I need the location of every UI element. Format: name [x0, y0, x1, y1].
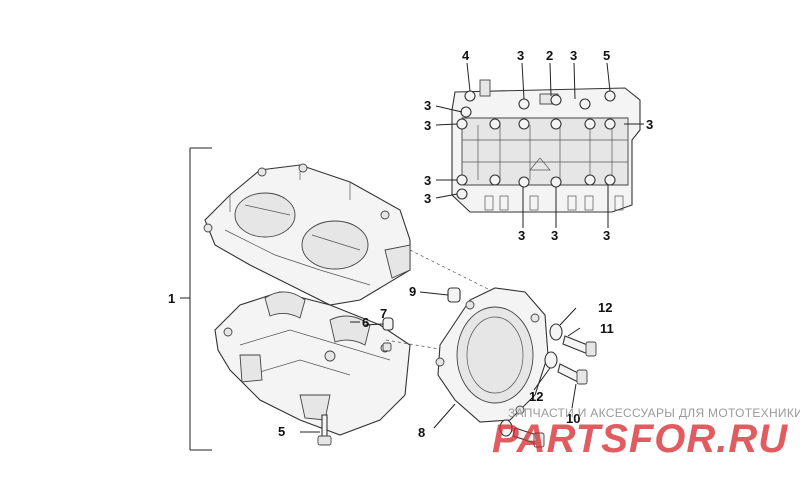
crankcase-bottom-view	[435, 62, 644, 228]
alignment-lines	[385, 249, 491, 351]
assembly-bracket	[180, 147, 212, 451]
crankcase-lower-half	[214, 291, 411, 436]
callout-5: 5	[603, 48, 610, 63]
callout-3: 3	[518, 228, 525, 243]
washers-and-bolts	[317, 323, 597, 448]
callout-8: 8	[418, 425, 425, 440]
watermark-logo: PARTSFOR.RU	[492, 417, 788, 461]
callout-3: 3	[424, 173, 431, 188]
callout-7: 7	[380, 306, 387, 321]
callout-12: 12	[529, 389, 543, 404]
callout-3: 3	[570, 48, 577, 63]
callout-3: 3	[551, 228, 558, 243]
watermark: ЗАПЧАСТИ И АКСЕССУАРЫ ДЛЯ МОТОТЕХНИКИ PA…	[492, 406, 800, 461]
callout-3: 3	[517, 48, 524, 63]
stator-housing	[435, 287, 549, 423]
callout-3: 3	[424, 98, 431, 113]
callout-3: 3	[424, 118, 431, 133]
callout-3: 3	[646, 117, 653, 132]
watermark-caption: ЗАПЧАСТИ И АКСЕССУАРЫ ДЛЯ МОТОТЕХНИКИ	[508, 406, 800, 420]
callout-9: 9	[409, 284, 416, 299]
callout-6: 6	[362, 315, 369, 330]
crankcase-upper-half	[203, 163, 411, 306]
callout-3: 3	[424, 191, 431, 206]
callout-labels: 4 3 2 3 5 3 3 3 3 3 3 3 3 1 9 7 6 12 11 …	[168, 48, 653, 440]
dowel-pins	[382, 287, 461, 352]
callout-1: 1	[168, 291, 175, 306]
callout-4: 4	[462, 48, 470, 63]
leader-lines	[300, 291, 581, 433]
callout-10: 10	[566, 411, 580, 426]
callout-3: 3	[603, 228, 610, 243]
callout-5: 5	[278, 424, 285, 439]
callout-11: 11	[600, 321, 614, 336]
callout-12: 12	[598, 300, 612, 315]
callout-2: 2	[546, 48, 553, 63]
